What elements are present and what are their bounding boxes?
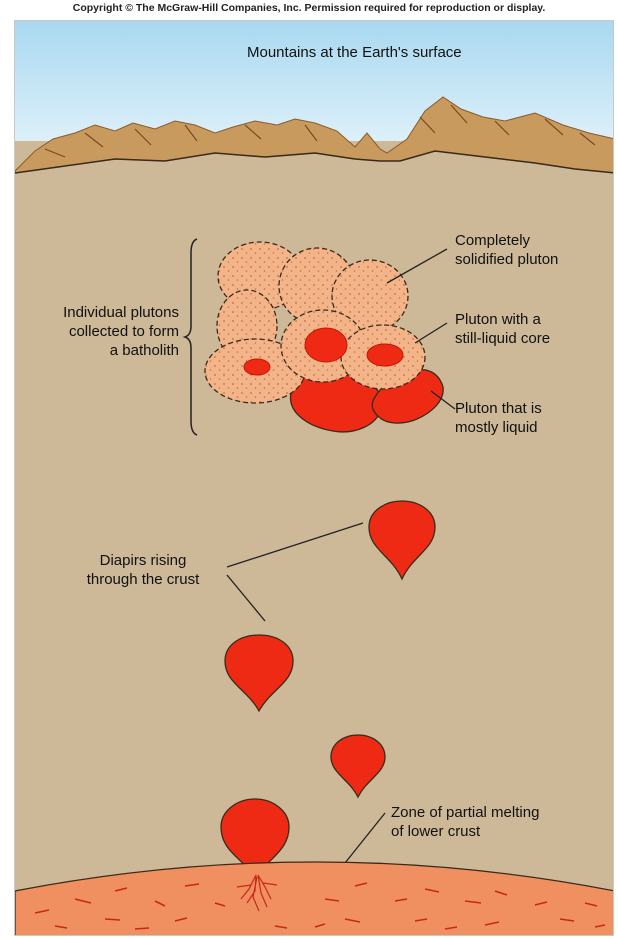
melting-zone-label-line-1: Zone of partial melting (391, 803, 539, 822)
batholith-label-line-1: Individual plutons (19, 303, 179, 322)
melting-zone-label: Zone of partial melting of lower crust (391, 803, 539, 841)
batholith-label-line-3: a batholith (19, 341, 179, 360)
liquid-core-center (305, 328, 347, 362)
mostly-liquid-label-line-1: Pluton that is (455, 399, 542, 418)
pluton-formation-diagram: Mountains at the Earth's surface Individ… (14, 20, 614, 936)
diapirs-label-line-1: Diapirs rising (63, 551, 223, 570)
solidified-label-line-2: solidified pluton (455, 250, 558, 269)
solidified-label-line-1: Completely (455, 231, 558, 250)
liquid-core-right (367, 344, 403, 366)
mostly-liquid-label-line-2: mostly liquid (455, 418, 542, 437)
mostly-liquid-label: Pluton that is mostly liquid (455, 399, 542, 437)
copyright-notice: Copyright © The McGraw-Hill Companies, I… (0, 2, 618, 14)
batholith-label-line-2: collected to form (19, 322, 179, 341)
liquid-core-label-line-2: still-liquid core (455, 329, 550, 348)
diapirs-label: Diapirs rising through the crust (63, 551, 223, 589)
batholith-label: Individual plutons collected to form a b… (19, 303, 179, 360)
solidified-pluton-label: Completely solidified pluton (455, 231, 558, 269)
liquid-core-label-line-1: Pluton with a (455, 310, 550, 329)
liquid-core-label: Pluton with a still-liquid core (455, 310, 550, 348)
liquid-core-left (244, 359, 270, 375)
melting-zone-label-line-2: of lower crust (391, 822, 539, 841)
surface-label: Mountains at the Earth's surface (247, 43, 462, 62)
diapirs-label-line-2: through the crust (63, 570, 223, 589)
